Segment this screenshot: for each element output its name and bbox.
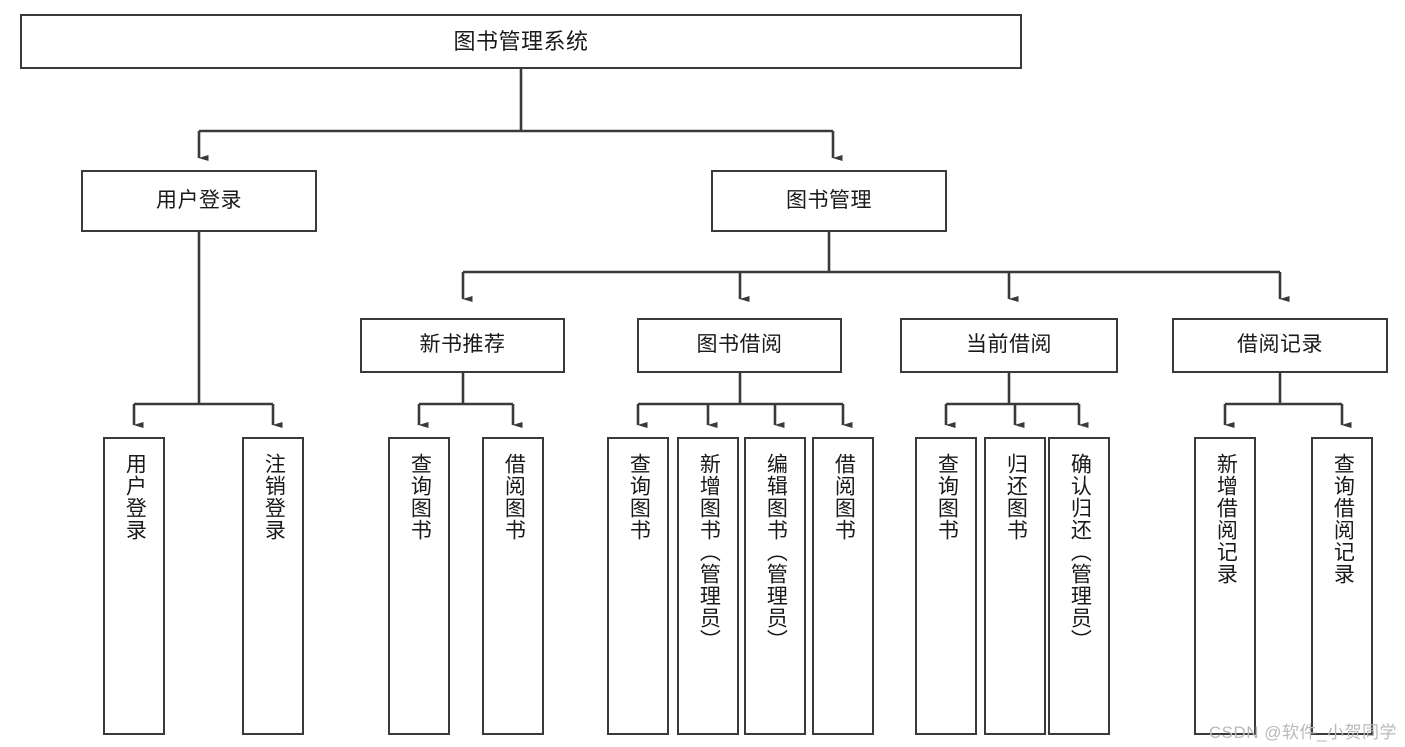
leaf-borrow-edit-book-admin[interactable]: 编辑图书（管理员）: [744, 437, 806, 735]
node-label: 当前借阅: [966, 333, 1052, 357]
node-book-management[interactable]: 图书管理: [711, 170, 947, 232]
node-label: 图书借阅: [696, 333, 783, 357]
node-borrow-records[interactable]: 借阅记录: [1172, 318, 1388, 373]
leaf-current-return-book[interactable]: 归还图书: [984, 437, 1046, 735]
node-label: 图书管理: [786, 188, 872, 212]
node-label: 编辑图书（管理员）: [764, 453, 788, 651]
node-label: 用户登录: [156, 188, 242, 212]
node-label: 借阅图书: [832, 453, 856, 541]
node-current-borrow[interactable]: 当前借阅: [900, 318, 1118, 373]
node-label: 查询图书: [935, 453, 959, 541]
node-label: 新书推荐: [419, 333, 506, 357]
node-label: 归还图书: [1004, 453, 1028, 541]
leaf-newbook-borrow-book[interactable]: 借阅图书: [482, 437, 544, 735]
node-label: 确认归还（管理员）: [1068, 453, 1092, 651]
node-label: 注销登录: [262, 453, 286, 541]
leaf-borrow-borrow-book[interactable]: 借阅图书: [812, 437, 874, 735]
node-book-borrow[interactable]: 图书借阅: [637, 318, 842, 373]
node-label: 借阅图书: [502, 453, 526, 541]
leaf-user-login[interactable]: 用户登录: [103, 437, 165, 735]
leaf-current-query-book[interactable]: 查询图书: [915, 437, 977, 735]
node-new-book-recommend[interactable]: 新书推荐: [360, 318, 565, 373]
leaf-current-confirm-return-admin[interactable]: 确认归还（管理员）: [1048, 437, 1110, 735]
node-label: 借阅记录: [1237, 333, 1323, 357]
node-root-system[interactable]: 图书管理系统: [20, 14, 1022, 69]
leaf-newbook-query-book[interactable]: 查询图书: [388, 437, 450, 735]
leaf-borrow-query-book[interactable]: 查询图书: [607, 437, 669, 735]
leaf-logout[interactable]: 注销登录: [242, 437, 304, 735]
node-label: 新增借阅记录: [1214, 453, 1238, 585]
node-user-login[interactable]: 用户登录: [81, 170, 317, 232]
node-label: 查询借阅记录: [1331, 453, 1355, 585]
leaf-records-add-record[interactable]: 新增借阅记录: [1194, 437, 1256, 735]
csdn-watermark: CSDN @软件_小贺同学: [1208, 723, 1397, 742]
leaf-records-query-record[interactable]: 查询借阅记录: [1311, 437, 1373, 735]
node-label: 新增图书（管理员）: [697, 453, 721, 651]
node-label: 查询图书: [627, 453, 651, 541]
node-label: 用户登录: [123, 453, 147, 541]
node-label: 图书管理系统: [453, 28, 589, 54]
leaf-borrow-add-book-admin[interactable]: 新增图书（管理员）: [677, 437, 739, 735]
node-label: 查询图书: [408, 453, 432, 541]
